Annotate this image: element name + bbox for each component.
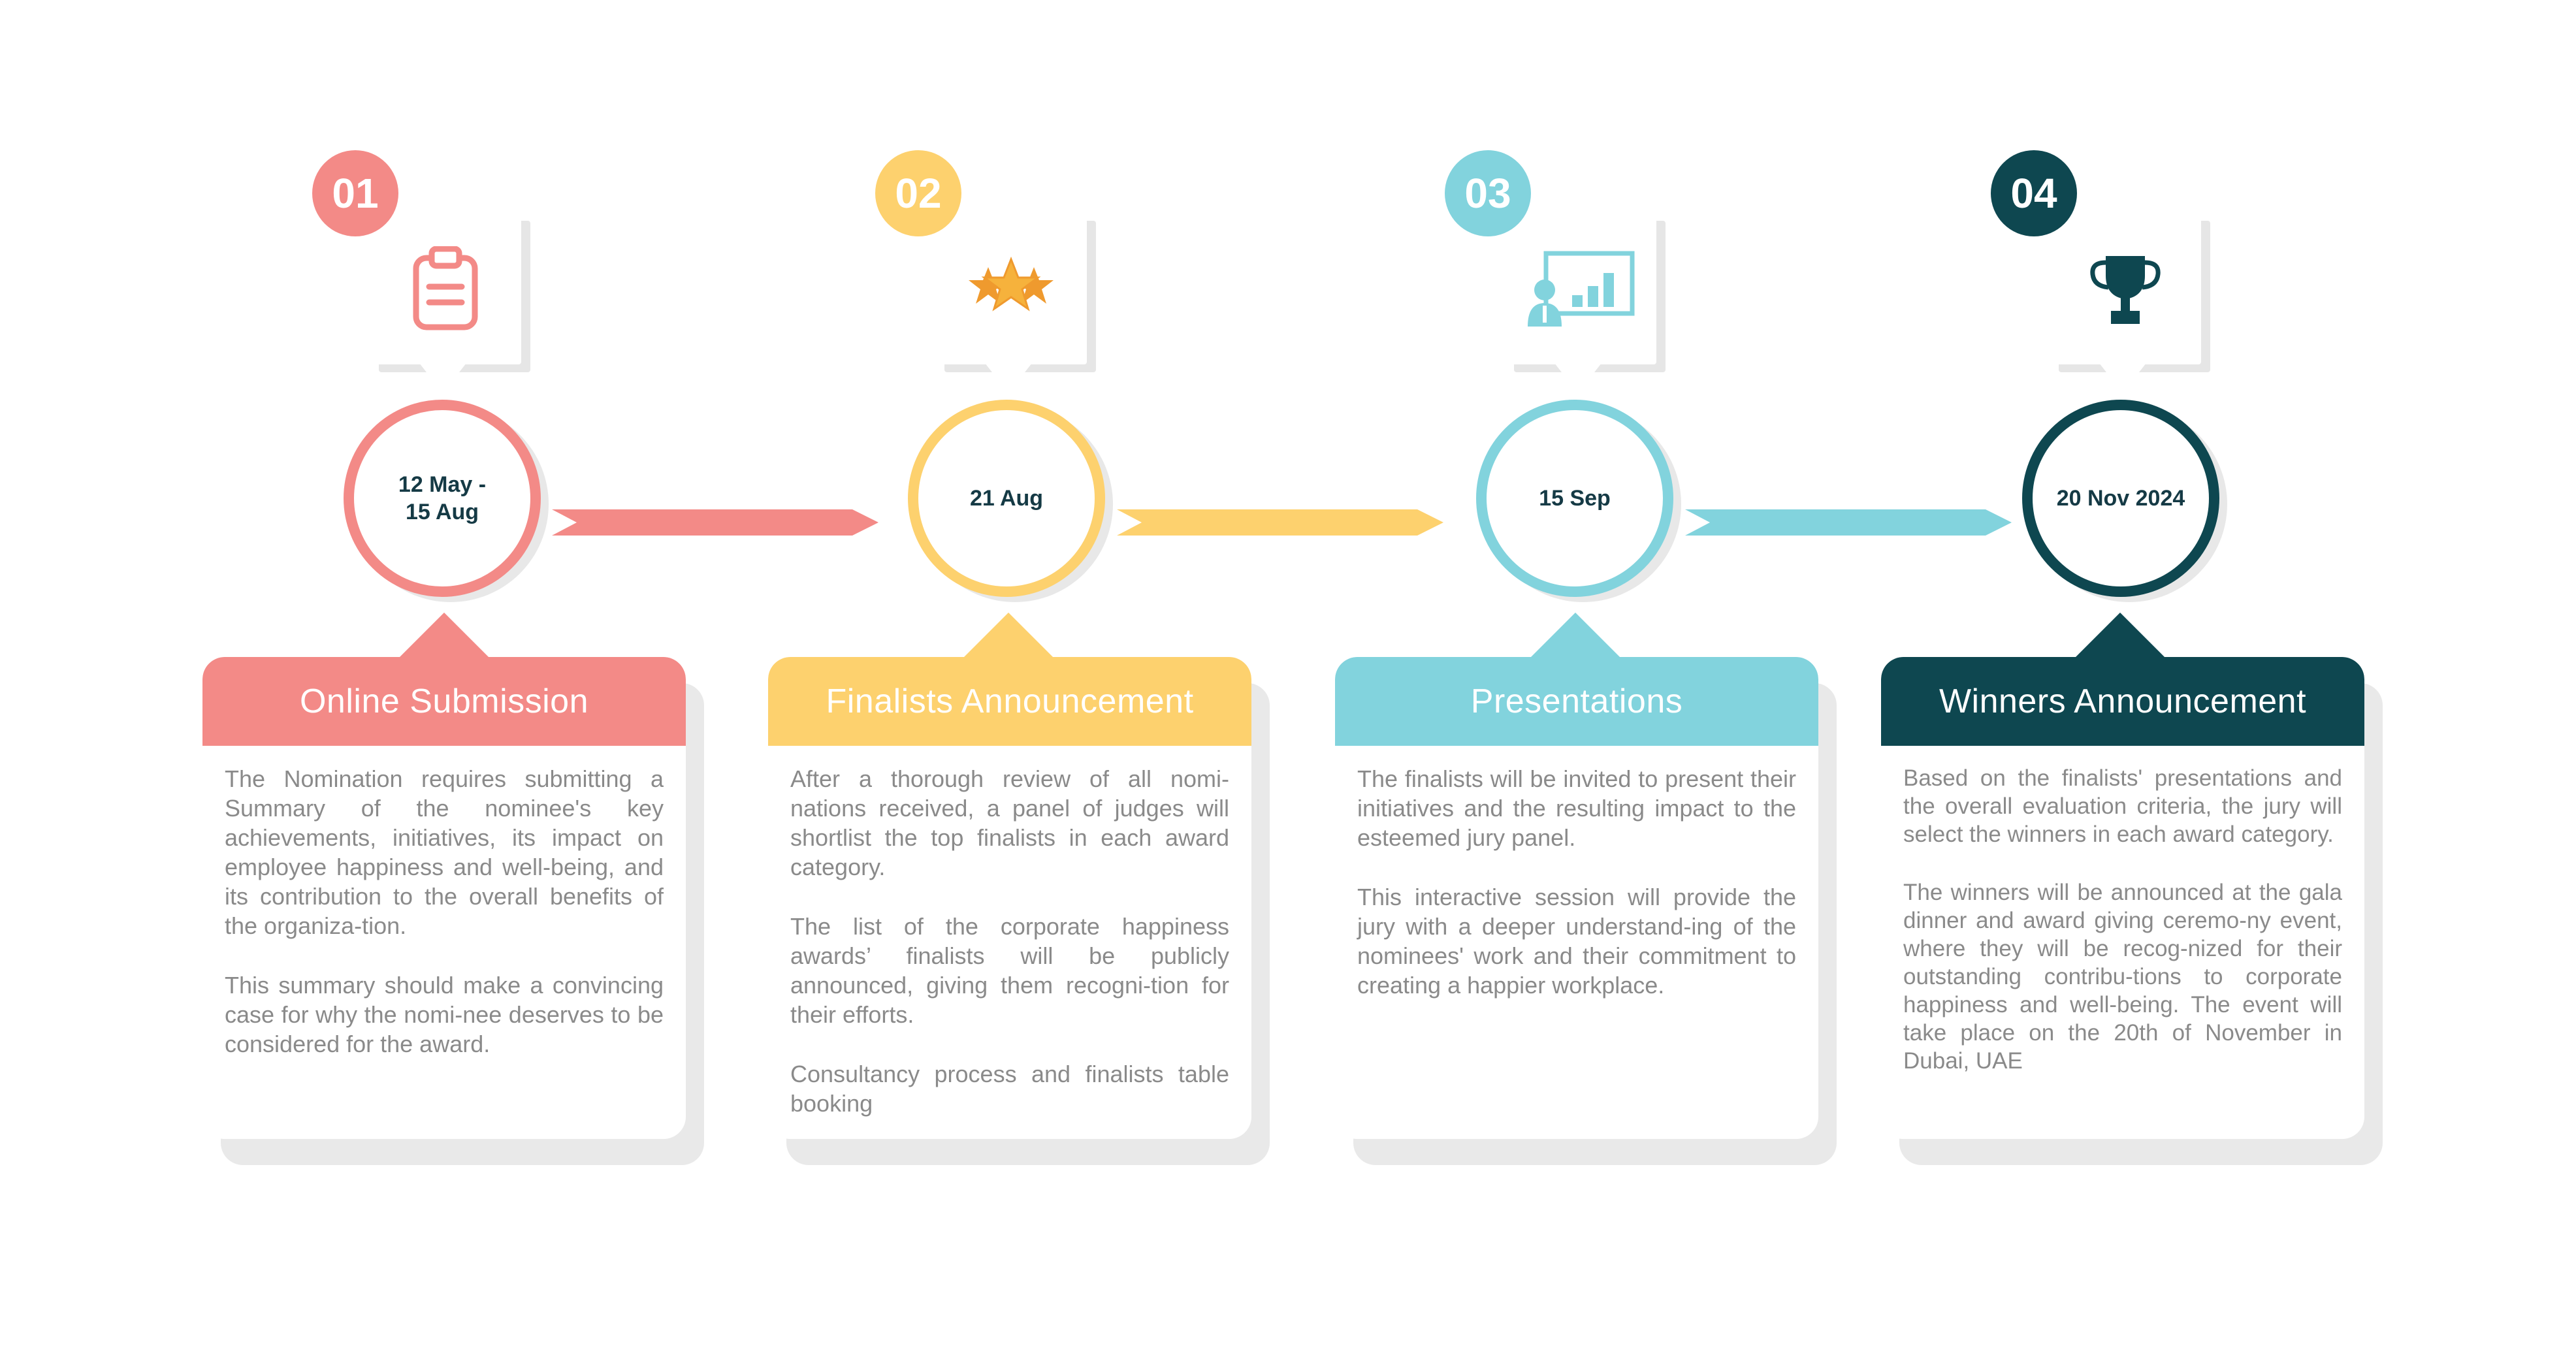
card-title: Presentations [1335, 657, 1818, 746]
bubble-tail [1554, 363, 1602, 393]
card-paragraph: This interactive session will provide th… [1357, 884, 1796, 999]
bubble-tail [985, 363, 1032, 393]
card-title-text: Finalists Announcement [826, 682, 1194, 720]
card-title-text: Winners Announcement [1939, 682, 2307, 720]
card-paragraph: The finalists will be invited to present… [1357, 765, 1796, 851]
card-paragraph: After a thorough review of all nomi-nati… [790, 765, 1229, 880]
connector-arrow [1117, 509, 1443, 536]
presentation-icon [1505, 213, 1656, 364]
card-body: After a thorough review of all nomi-nati… [768, 746, 1251, 1118]
connector-arrow [552, 509, 878, 536]
date-ring: 21 Aug [908, 400, 1105, 597]
card-body: Based on the finalists' presentations an… [1881, 746, 2364, 1075]
connector-arrow [1685, 509, 2012, 536]
stars-icon [935, 213, 1087, 364]
bubble-tail [2099, 363, 2146, 393]
card-body: The Nomination requires submitting a Sum… [202, 746, 686, 1059]
card-pointer [963, 613, 1054, 658]
step-number: 04 [2010, 170, 2057, 217]
card-paragraph: The Nomination requires submitting a Sum… [225, 765, 664, 939]
step-number: 03 [1464, 170, 1511, 217]
card-paragraph: The list of the corporate happiness awar… [790, 913, 1229, 1028]
date-ring: 20 Nov 2024 [2022, 400, 2219, 597]
card-title: Online Submission [202, 657, 686, 746]
card-paragraph: This summary should make a convincing ca… [225, 972, 664, 1057]
card-paragraph: Based on the finalists' presentations an… [1903, 765, 2342, 847]
step-card: Online Submission The Nomination require… [202, 657, 686, 1139]
card-title: Winners Announcement [1881, 657, 2364, 746]
step-number-badge: 01 [312, 150, 398, 236]
step-number: 02 [895, 170, 942, 217]
card-pointer [398, 613, 490, 658]
date-ring: 15 Sep [1476, 400, 1673, 597]
step-number: 01 [332, 170, 379, 217]
card-title-text: Online Submission [299, 682, 589, 720]
step-date: 21 Aug [969, 486, 1044, 511]
bubble-tail [419, 363, 466, 393]
step-date: 20 Nov 2024 [2056, 486, 2185, 511]
step-card: Finalists Announcement After a thorough … [768, 657, 1251, 1139]
step-card: Winners Announcement Based on the finali… [1881, 657, 2364, 1139]
card-pointer [2074, 613, 2166, 658]
date-ring: 12 May - 15 Aug [344, 400, 541, 597]
step-date: 12 May - 15 Aug [398, 472, 487, 524]
card-title: Finalists Announcement [768, 657, 1251, 746]
step-number-badge: 02 [875, 150, 961, 236]
card-paragraph: Consultancy process and finalists table … [790, 1061, 1229, 1117]
card-pointer [1530, 613, 1621, 658]
step-number-badge: 03 [1445, 150, 1531, 236]
step-date: 15 Sep [1539, 486, 1611, 511]
step-number-badge: 04 [1991, 150, 2077, 236]
trophy-icon [2050, 213, 2201, 364]
clipboard-icon [370, 213, 521, 364]
card-body: The finalists will be invited to present… [1335, 746, 1818, 1000]
step-card: Presentations The finalists will be invi… [1335, 657, 1818, 1139]
card-title-text: Presentations [1470, 682, 1683, 720]
card-paragraph: The winners will be announced at the gal… [1903, 880, 2342, 1074]
